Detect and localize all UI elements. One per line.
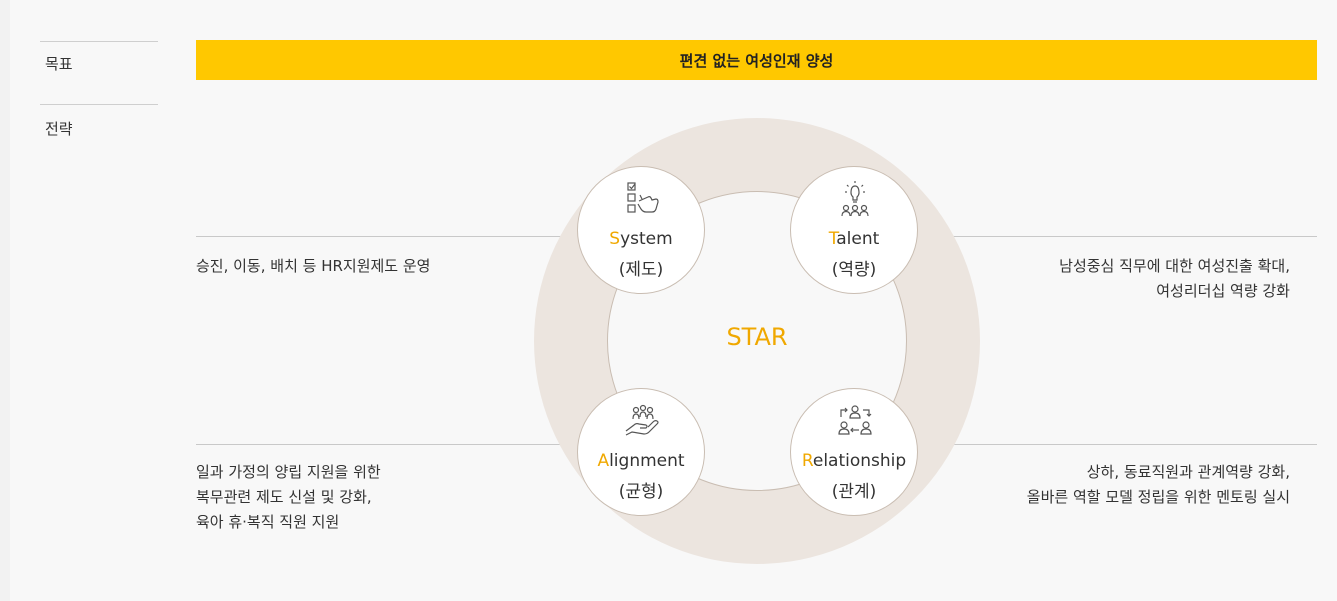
connector-line-alignment: [196, 444, 596, 445]
node-relationship-initial: R: [801, 451, 813, 471]
node-alignment-kr: (균형): [618, 482, 664, 502]
desc-alignment: 일과 가정의 양립 지원을 위한 복무관련 제도 신설 및 강화, 육아 휴·복…: [196, 460, 381, 535]
node-relationship: Relationship (관계): [790, 388, 918, 516]
connector-line-relationship: [920, 444, 1317, 445]
goal-banner: 편견 없는 여성인재 양성: [196, 40, 1317, 80]
node-system-title: System: [578, 229, 704, 249]
goal-text: 편견 없는 여성인재 양성: [679, 51, 834, 70]
desc-alignment-line: 복무관련 제도 신설 및 강화,: [196, 488, 372, 506]
goal-label: 목표: [45, 55, 73, 73]
node-talent-rest: alent: [836, 229, 880, 249]
node-relationship-title: Relationship: [791, 451, 917, 471]
node-talent-title: Talent: [791, 229, 917, 249]
checklist-hand-icon: [627, 182, 659, 213]
desc-alignment-line: 육아 휴·복직 직원 지원: [196, 513, 340, 531]
desc-talent-line: 여성리더십 역량 강화: [1156, 282, 1290, 300]
node-system-rest: ystem: [620, 229, 673, 249]
node-system-kr: (제도): [618, 260, 664, 280]
desc-talent-line: 남성중심 직무에 대한 여성진출 확대,: [1059, 257, 1290, 275]
node-relationship-rest: elationship: [812, 451, 907, 471]
hand-people-icon: [625, 404, 659, 436]
connector-line-talent: [920, 236, 1317, 237]
desc-system: 승진, 이동, 배치 등 HR지원제도 운영: [196, 254, 430, 279]
desc-system-line: 승진, 이동, 배치 등 HR지원제도 운영: [196, 257, 431, 275]
node-alignment: Alignment (균형): [577, 388, 705, 516]
connector-line-system: [196, 236, 596, 237]
desc-talent: 남성중심 직무에 대한 여성진출 확대, 여성리더십 역량 강화: [1059, 254, 1290, 304]
node-alignment-title: Alignment: [578, 451, 704, 471]
node-talent-kr: (역량): [831, 260, 877, 280]
desc-alignment-line: 일과 가정의 양립 지원을 위한: [196, 463, 381, 481]
node-talent: Talent (역량): [790, 166, 918, 294]
desc-relationship-line: 상하, 동료직원과 관계역량 강화,: [1086, 463, 1290, 481]
node-system-initial: S: [609, 229, 621, 249]
node-system: System (제도): [577, 166, 705, 294]
star-center-label: STAR: [726, 323, 788, 351]
node-alignment-rest: lignment: [609, 451, 685, 471]
sidebar-divider: [40, 104, 158, 105]
desc-relationship-line: 올바른 역할 모델 정립을 위한 멘토링 실시: [1026, 488, 1290, 506]
node-talent-initial: T: [828, 229, 837, 249]
node-alignment-initial: A: [597, 451, 610, 471]
desc-relationship: 상하, 동료직원과 관계역량 강화, 올바른 역할 모델 정립을 위한 멘토링 …: [1027, 460, 1290, 510]
strategy-label: 전략: [45, 120, 73, 138]
people-exchange-icon: [838, 405, 872, 435]
lightbulb-people-icon: [841, 181, 869, 217]
sidebar-divider: [40, 41, 158, 42]
node-relationship-kr: (관계): [831, 482, 877, 502]
